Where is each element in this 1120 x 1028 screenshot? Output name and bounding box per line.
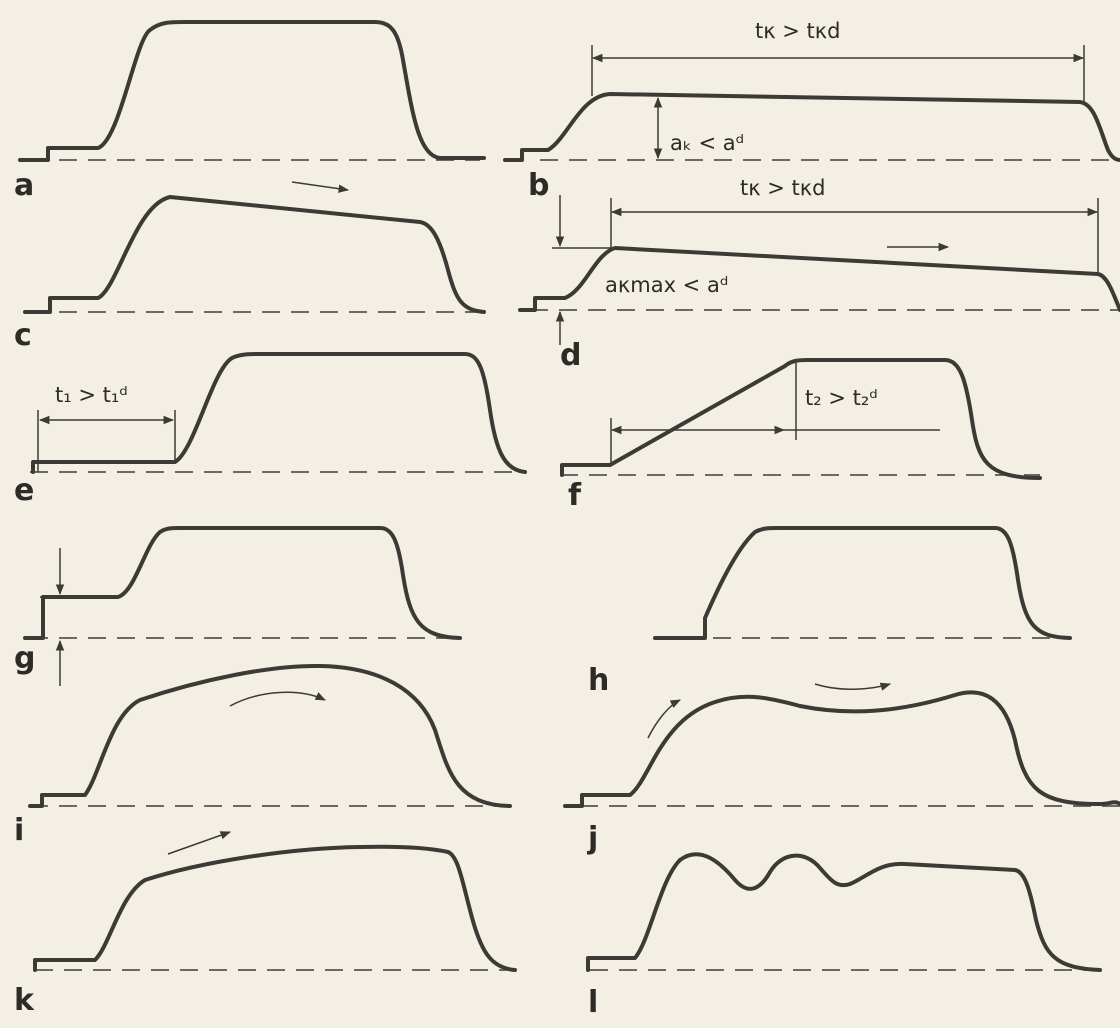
amplitude-condition-d: aκmax < aᵈ xyxy=(605,273,728,297)
panel-f: t₂ > t₂ᵈ f xyxy=(560,358,1042,513)
pulse-curve-e xyxy=(31,352,527,474)
pulse-curve-i xyxy=(28,663,512,808)
panel-label-g: g xyxy=(14,641,35,676)
panel-label-h: h xyxy=(588,663,609,698)
panel-e: t₁ > t₁ᵈ e xyxy=(14,352,527,508)
pulse-curve-h xyxy=(653,526,1072,640)
direction-arrow-i xyxy=(229,691,326,707)
panel-label-a: a xyxy=(14,168,34,203)
time-condition-f: t₂ > t₂ᵈ xyxy=(805,386,878,410)
panel-h: h xyxy=(588,526,1072,698)
panel-label-l: l xyxy=(588,985,598,1020)
panel-label-j: j xyxy=(587,821,598,856)
time-condition-b: tκ > tκd xyxy=(755,19,841,43)
pulse-curve-g xyxy=(23,526,462,640)
pulse-curve-j xyxy=(563,690,1120,808)
amplitude-condition-b: aₖ < aᵈ xyxy=(670,131,744,155)
rise-arrow-j xyxy=(647,699,681,739)
panel-d: tκ > tκd aκmax < aᵈ d xyxy=(518,176,1120,373)
panel-label-b: b xyxy=(528,168,549,203)
pulse-curve-c xyxy=(23,195,486,314)
panel-label-e: e xyxy=(14,473,34,508)
panel-g: g xyxy=(14,526,462,686)
direction-arrow-c xyxy=(291,181,350,193)
time-condition-d: tκ > tκd xyxy=(740,176,826,200)
panel-i: i xyxy=(14,663,512,848)
panel-c: c xyxy=(14,181,486,353)
pulse-curve-a xyxy=(18,20,486,162)
panel-k: k xyxy=(14,831,517,1018)
pulse-curve-b xyxy=(503,92,1120,162)
panel-label-k: k xyxy=(14,983,35,1018)
pulse-curve-k xyxy=(33,844,517,972)
panel-b: tκ > tκd aₖ < aᵈ b xyxy=(503,19,1120,203)
panel-j: j xyxy=(563,682,1120,856)
pulse-curve-f xyxy=(560,358,1042,480)
panel-label-i: i xyxy=(14,813,24,848)
pulse-curve-l xyxy=(586,852,1102,972)
panel-label-c: c xyxy=(14,318,32,353)
panel-label-d: d xyxy=(560,338,581,373)
panel-label-f: f xyxy=(568,478,582,513)
panel-a: a xyxy=(14,20,486,203)
pulse-curve-d xyxy=(518,246,1120,312)
direction-arrow-j xyxy=(814,682,892,691)
panel-l: l xyxy=(586,852,1102,1020)
direction-arrow-k xyxy=(167,831,231,855)
time-condition-e: t₁ > t₁ᵈ xyxy=(55,383,128,407)
